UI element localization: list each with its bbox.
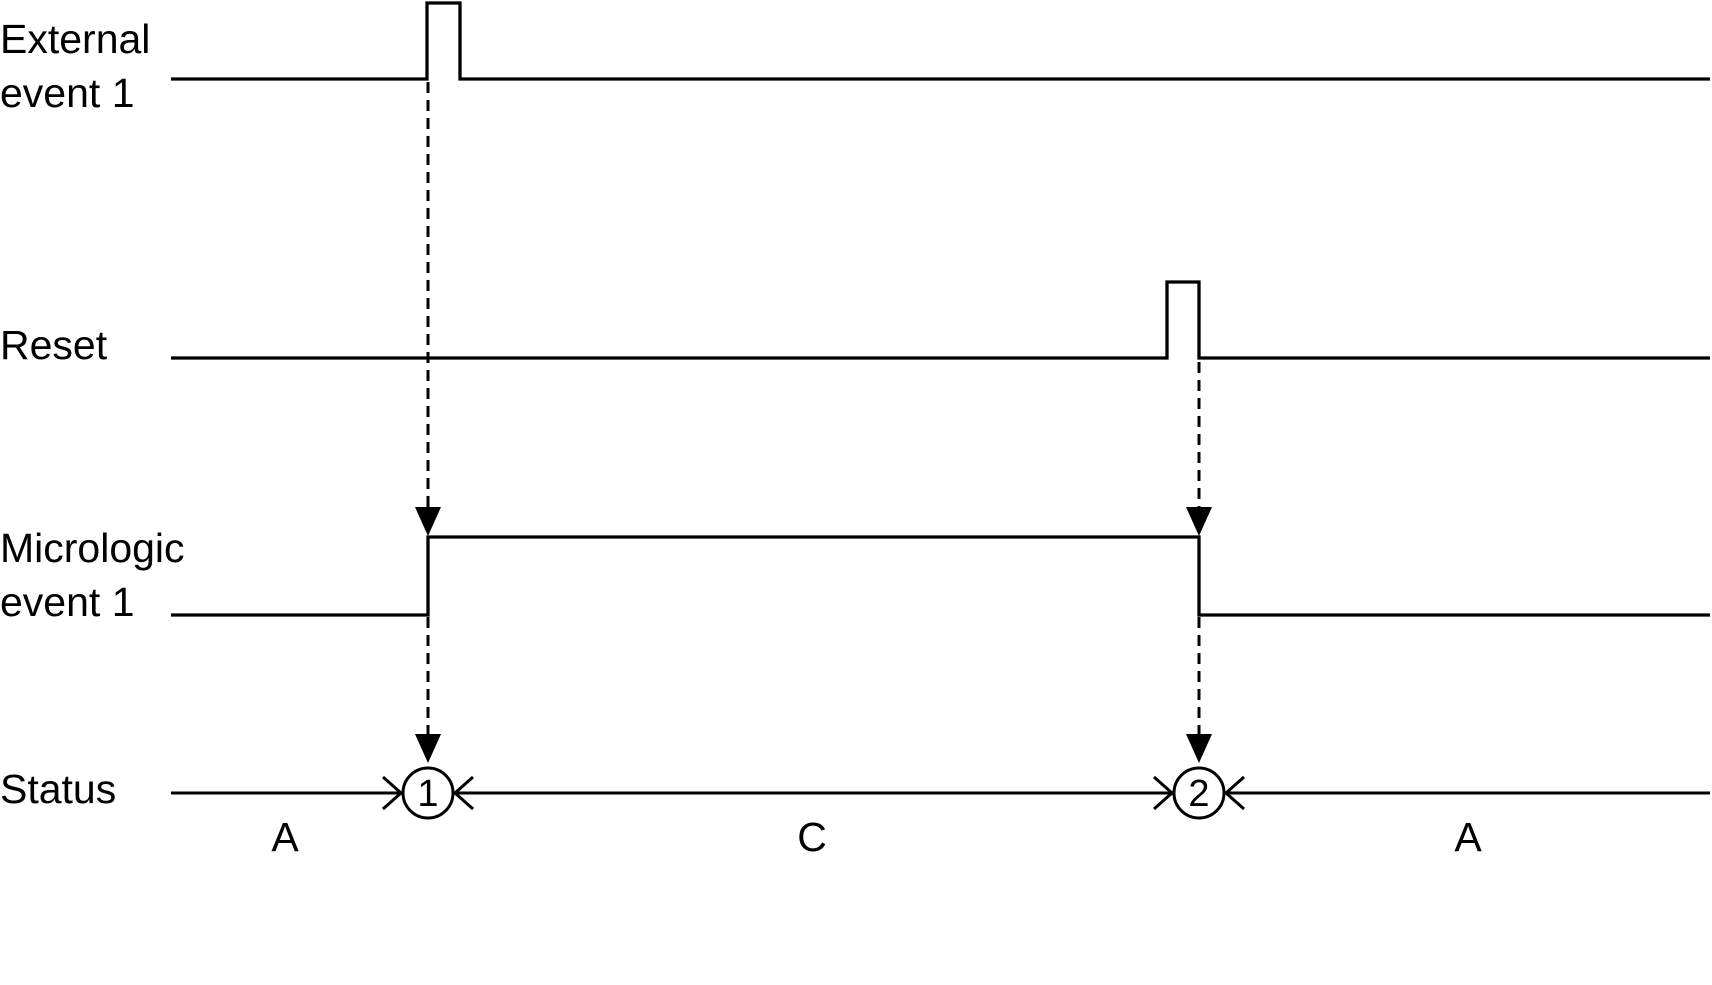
state-label-a-end: A	[1454, 814, 1482, 860]
state-label-c: C	[797, 814, 827, 860]
arrow-right-icon	[382, 775, 404, 811]
status-label: Status	[0, 766, 116, 812]
arrowhead-down-icon	[415, 734, 441, 763]
waveforms	[171, 1, 1710, 617]
micrologic-event-1-label-line2: event 1	[0, 579, 135, 625]
external-event-1-waveform	[171, 1, 1710, 81]
marker-circle	[401, 766, 455, 820]
status-marker-1: 1	[401, 766, 455, 820]
arrow-left-icon	[1223, 775, 1245, 811]
causal-arrows	[415, 82, 1212, 763]
micrologic-event-1-waveform	[171, 535, 1710, 617]
signal-labels: External event 1 Reset Micrologic event …	[0, 16, 185, 812]
arrowhead-down-icon	[415, 507, 441, 536]
arrow-right-icon	[1153, 775, 1175, 811]
status-timeline: 1 2	[171, 766, 1710, 820]
arrowhead-down-icon	[1186, 507, 1212, 536]
marker-circle	[1172, 766, 1226, 820]
external-event-1-label-line1: External	[0, 16, 150, 62]
marker-1-label: 1	[417, 773, 438, 815]
state-label-a-start: A	[271, 814, 299, 860]
marker-2-label: 2	[1188, 773, 1209, 815]
state-labels: A C A	[271, 814, 1482, 860]
status-marker-2: 2	[1172, 766, 1226, 820]
arrow-left-icon	[452, 775, 474, 811]
reset-label: Reset	[0, 322, 108, 368]
reset-waveform	[171, 280, 1710, 360]
micrologic-event-1-label-line1: Micrologic	[0, 525, 185, 571]
arrowhead-down-icon	[1186, 734, 1212, 763]
external-event-1-label-line2: event 1	[0, 70, 135, 116]
